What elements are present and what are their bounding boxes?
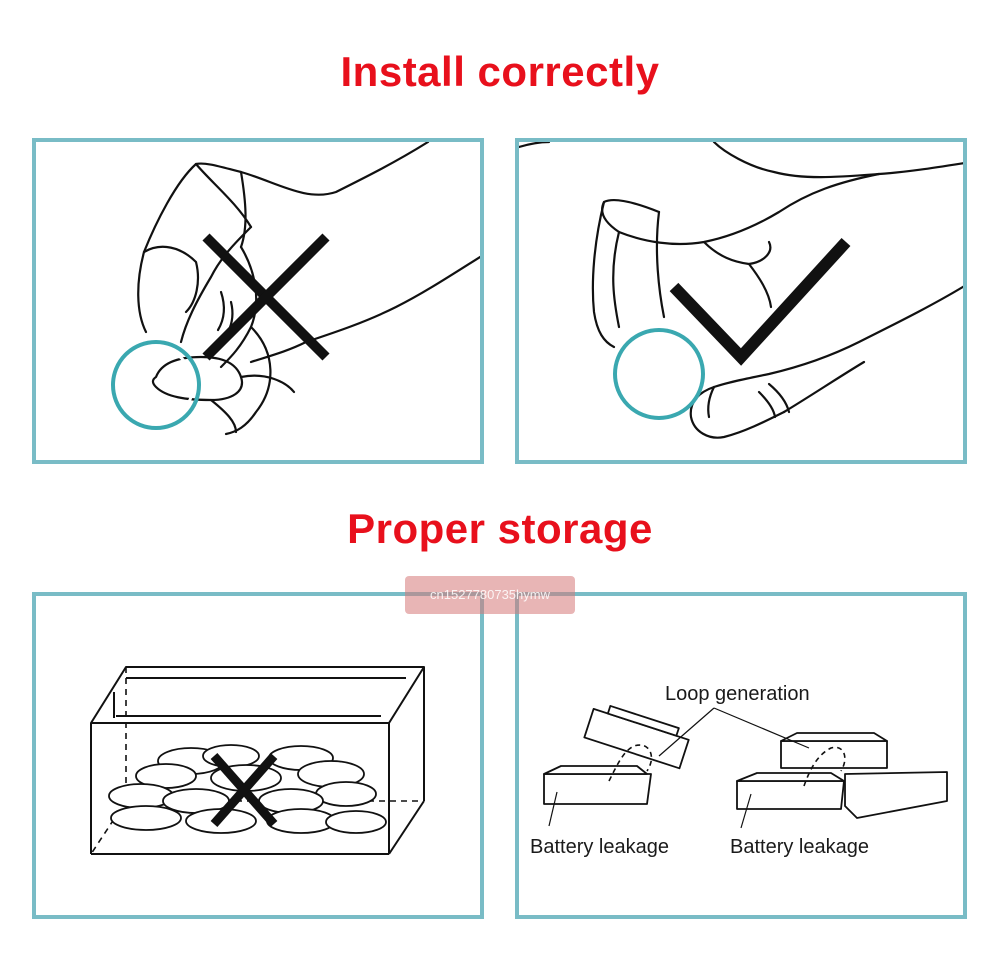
cross-mark-icon	[202, 233, 330, 361]
install-correctly-heading: Install correctly	[340, 48, 660, 95]
cross-mark-icon	[210, 753, 278, 827]
box-of-loose-batteries-illustration	[90, 666, 425, 855]
stacked-batteries-illustration	[543, 705, 948, 829]
loose-storage-panel	[32, 592, 484, 919]
hand-holding-battery-edge-illustration	[519, 142, 963, 439]
coin-battery-ring	[613, 328, 705, 420]
battery-stacking-panel: Loop generation Battery leakage Battery …	[515, 592, 967, 919]
watermark-badge: cn1527780735hymw	[405, 576, 575, 614]
hand-pinching-battery-face-illustration	[111, 142, 480, 436]
correct-grip-panel	[515, 138, 967, 464]
incorrect-grip-panel	[32, 138, 484, 464]
proper-storage-heading: Proper storage	[347, 505, 653, 552]
check-mark-icon	[669, 237, 851, 366]
battery-leakage-label-left: Battery leakage	[530, 836, 669, 858]
loop-generation-label: Loop generation	[665, 683, 810, 705]
battery-pile	[108, 744, 387, 834]
loop-path	[608, 744, 846, 787]
battery-leakage-label-right: Battery leakage	[730, 836, 869, 858]
coin-battery-ring	[111, 340, 201, 430]
